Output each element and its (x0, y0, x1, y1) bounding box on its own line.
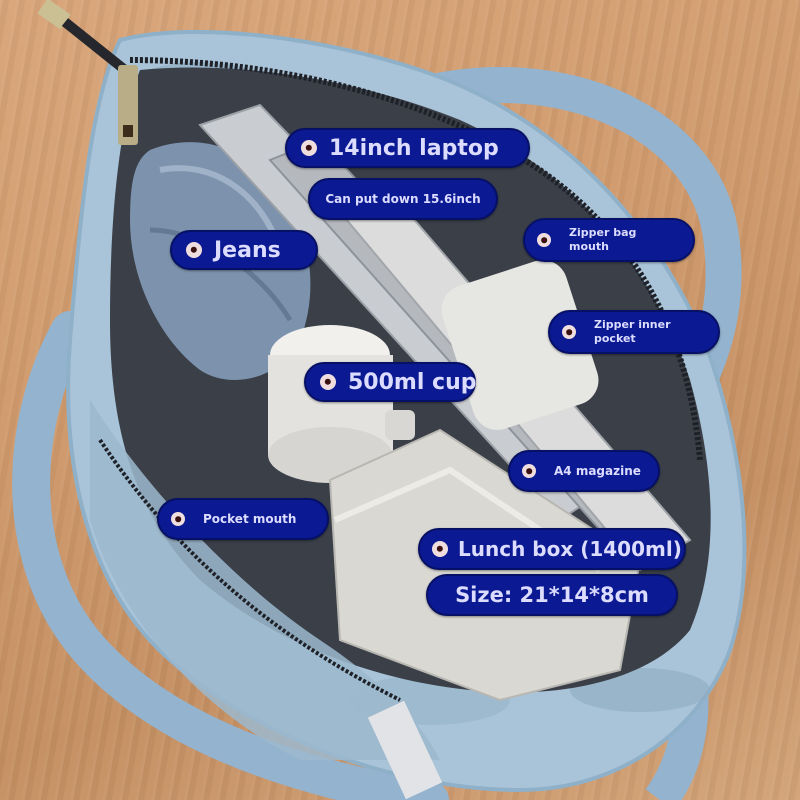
label-text: Pocket mouth (203, 512, 297, 526)
label-text: Lunch box (1400ml) (458, 537, 682, 561)
label-laptop: 14inch laptop (285, 128, 530, 168)
label-cup: 500ml cup (304, 362, 477, 402)
label-zipper-bag-mouth: Zipper bag mouth (523, 218, 695, 262)
label-magazine: A4 magazine (508, 450, 660, 492)
marker-dot-icon (320, 374, 336, 390)
marker-dot-icon (301, 140, 317, 156)
label-text: 14inch laptop (329, 135, 499, 161)
label-text: Can put down 15.6inch (325, 192, 481, 206)
label-pocket-mouth: Pocket mouth (157, 498, 329, 540)
label-lunch-box: Lunch box (1400ml) (418, 528, 686, 570)
marker-dot-icon (562, 325, 576, 339)
marker-dot-icon (432, 541, 448, 557)
label-text: Size: 21*14*8cm (455, 583, 649, 607)
left-strap (12, 311, 449, 800)
label-text: Zipper bag mouth (569, 226, 637, 253)
label-text: Jeans (214, 237, 281, 263)
label-text: 500ml cup (348, 369, 477, 395)
front-pocket (90, 400, 440, 760)
marker-dot-icon (537, 233, 551, 247)
label-lunch-box-size: Size: 21*14*8cm (426, 574, 678, 616)
label-text: Zipper inner pocket (594, 318, 671, 345)
label-text: A4 magazine (554, 464, 641, 478)
label-jeans: Jeans (170, 230, 318, 270)
label-laptop-note: Can put down 15.6inch (308, 178, 498, 220)
marker-dot-icon (522, 464, 536, 478)
label-zipper-inner-pocket: Zipper inner pocket (548, 310, 720, 354)
marker-dot-icon (171, 512, 185, 526)
marker-dot-icon (186, 242, 202, 258)
organizer (441, 260, 599, 430)
